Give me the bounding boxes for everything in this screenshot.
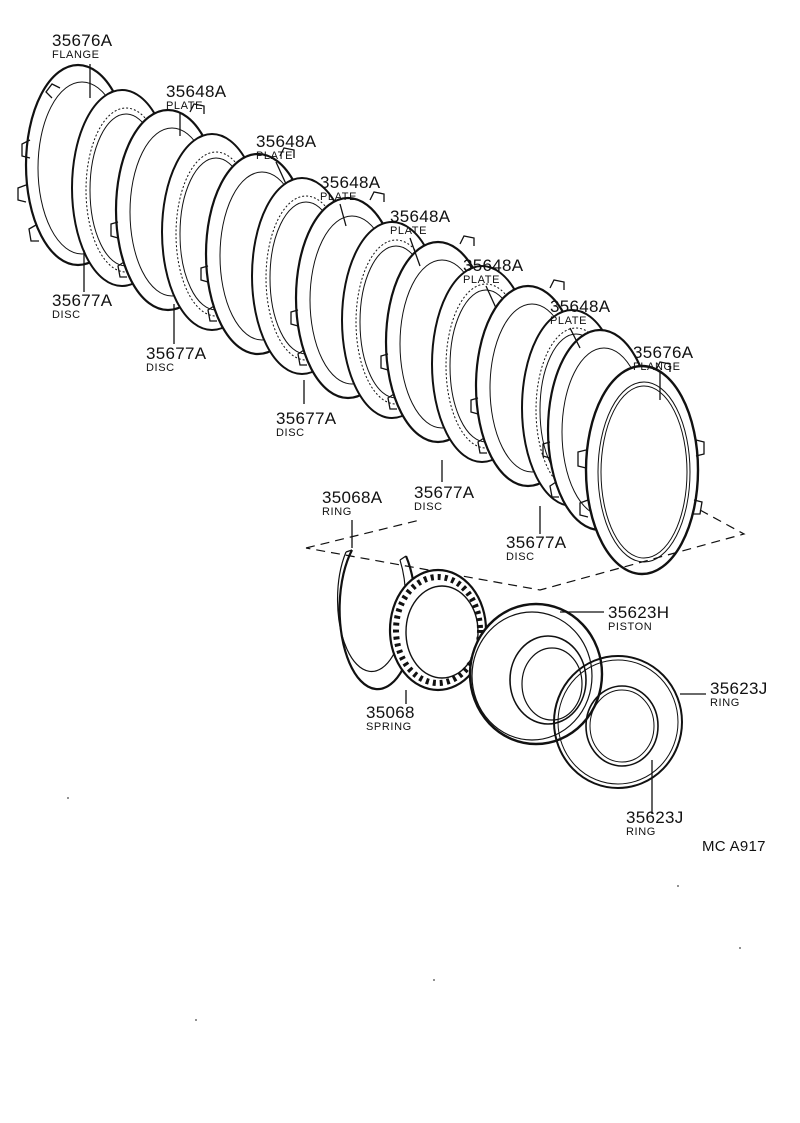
scan-specks bbox=[67, 797, 741, 1021]
callout-snap-ring: 35068A RING bbox=[322, 488, 383, 518]
part-name: DISC bbox=[276, 427, 305, 439]
callout-disc-5: 35677A DISC bbox=[506, 533, 567, 563]
part-number: 35623J bbox=[710, 679, 768, 698]
part-name: RING bbox=[322, 506, 352, 518]
part-name: RING bbox=[626, 826, 656, 838]
part-number: 35623J bbox=[626, 808, 684, 827]
callout-plate-4: 35648A PLATE bbox=[390, 207, 451, 237]
callout-disc-4: 35677A DISC bbox=[414, 483, 475, 513]
part-name: RING bbox=[710, 697, 740, 709]
part-name: DISC bbox=[146, 362, 175, 374]
part-number: 35676A bbox=[52, 31, 113, 50]
part-name: PLATE bbox=[256, 150, 293, 162]
diagram-code: MC A917 bbox=[702, 838, 766, 855]
part-name: PISTON bbox=[608, 621, 652, 633]
part-name: PLATE bbox=[390, 225, 427, 237]
flange-bottom bbox=[577, 361, 705, 576]
part-number: 35623H bbox=[608, 603, 669, 622]
part-number: 35648A bbox=[550, 297, 611, 316]
callout-plate-3: 35648A PLATE bbox=[320, 173, 381, 203]
callout-piston: 35623H PISTON bbox=[608, 603, 669, 633]
part-number: 35648A bbox=[166, 82, 227, 101]
part-number: 35677A bbox=[506, 533, 567, 552]
part-number: 35677A bbox=[146, 344, 207, 363]
part-number: 35648A bbox=[320, 173, 381, 192]
part-name: PLATE bbox=[166, 100, 203, 112]
callout-outer-ring: 35623J RING bbox=[710, 679, 768, 709]
part-name: PLATE bbox=[463, 274, 500, 286]
part-name: PLATE bbox=[320, 191, 357, 203]
callout-inner-ring: 35623J RING bbox=[626, 808, 684, 838]
part-number: 35648A bbox=[463, 256, 524, 275]
callout-disc-1: 35677A DISC bbox=[52, 291, 113, 321]
part-number: 35676A bbox=[633, 343, 694, 362]
part-number: 35677A bbox=[414, 483, 475, 502]
callout-flange-bottom: 35676A FLANGE bbox=[633, 343, 694, 373]
callout-spring: 35068 SPRING bbox=[366, 703, 415, 733]
part-name: PLATE bbox=[550, 315, 587, 327]
callout-plate-5: 35648A PLATE bbox=[463, 256, 524, 286]
callout-plate-1: 35648A PLATE bbox=[166, 82, 227, 112]
assembly-dashed-outline bbox=[305, 509, 746, 591]
part-number: 35677A bbox=[52, 291, 113, 310]
callout-disc-3: 35677A DISC bbox=[276, 409, 337, 439]
part-name: DISC bbox=[414, 501, 443, 513]
part-name: DISC bbox=[52, 309, 81, 321]
piston bbox=[468, 602, 604, 746]
piston-outer-ring bbox=[553, 655, 683, 789]
callout-plate-2: 35648A PLATE bbox=[256, 132, 317, 162]
callout-flange-top: 35676A FLANGE bbox=[52, 31, 113, 61]
leader-lines bbox=[83, 64, 706, 814]
part-number: 35648A bbox=[390, 207, 451, 226]
part-number: 35648A bbox=[256, 132, 317, 151]
part-number: 35677A bbox=[276, 409, 337, 428]
clutch-pack bbox=[17, 63, 705, 576]
callout-disc-2: 35677A DISC bbox=[146, 344, 207, 374]
part-number: 35068 bbox=[366, 703, 415, 722]
part-number: 35068A bbox=[322, 488, 383, 507]
part-name: FLANGE bbox=[52, 49, 100, 61]
part-name: FLANGE bbox=[633, 361, 681, 373]
part-name: SPRING bbox=[366, 721, 412, 733]
callout-plate-6: 35648A PLATE bbox=[550, 297, 611, 327]
part-name: DISC bbox=[506, 551, 535, 563]
piston-inner-ring bbox=[585, 685, 659, 767]
